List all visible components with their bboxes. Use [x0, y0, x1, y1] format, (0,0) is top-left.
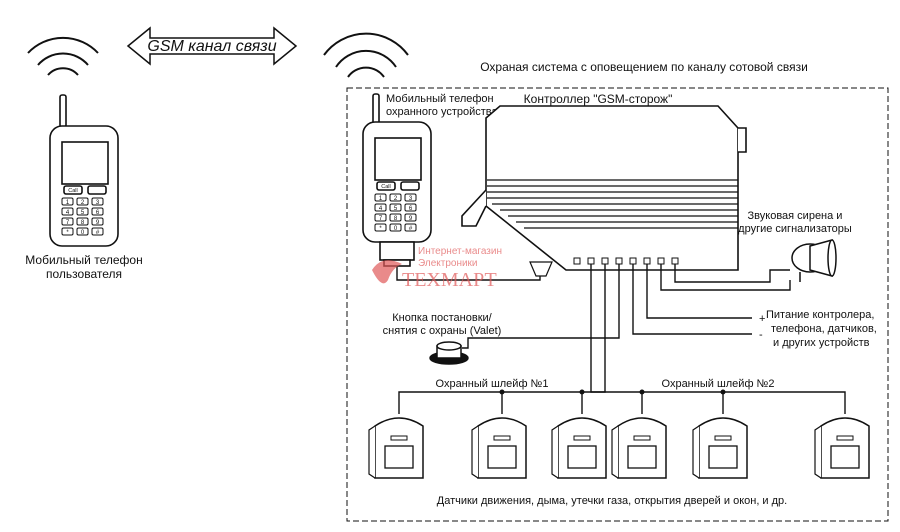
sensor-row	[368, 417, 870, 479]
guard-mobile-phone	[362, 93, 432, 267]
guard-phone-label-line1: Мобильный телефон	[386, 93, 494, 105]
keypad-key	[404, 223, 417, 232]
keypad-key	[389, 213, 402, 222]
keypad-key-label: 0	[81, 230, 85, 236]
keypad-key	[374, 193, 387, 202]
keypad-key-label: 4	[66, 210, 70, 216]
power-minus-sign: -	[759, 329, 763, 341]
gsm-controller-box	[461, 105, 747, 271]
sensor-icon	[611, 417, 667, 479]
keypad-key-label: 8	[81, 220, 85, 226]
keypad-key	[91, 207, 104, 216]
sensor-icon	[471, 417, 527, 479]
phone-connector	[529, 261, 553, 277]
valet-wire	[462, 264, 620, 349]
keypad-key	[91, 197, 104, 206]
keypad-key-label: 7	[379, 216, 383, 222]
siren-wires	[660, 264, 791, 291]
guard-phone-waves	[323, 32, 409, 78]
keypad-key	[389, 193, 402, 202]
keypad-key	[389, 203, 402, 212]
techmart-watermark: Интернет-магазин Электроники ТЕХМАРТ	[372, 246, 502, 291]
keypad-key-label: 0	[394, 226, 398, 232]
user-mobile-phone	[49, 94, 119, 247]
system-boundary	[346, 87, 889, 522]
keypad-key	[91, 217, 104, 226]
keypad-key	[61, 217, 74, 226]
loop-1-label: Охранный шлейф №1	[436, 378, 549, 390]
keypad-key-label: 3	[96, 200, 100, 206]
valet-button-icon	[429, 341, 469, 365]
keypad-key	[389, 223, 402, 232]
keypad-key-label: 1	[379, 196, 383, 202]
siren-label-line1: Звуковая сирена и	[748, 210, 843, 222]
keypad-key-label: 6	[96, 210, 100, 216]
sensor-icon	[692, 417, 748, 479]
keypad-key	[404, 203, 417, 212]
keypad-key	[91, 227, 104, 236]
power-wires	[632, 264, 752, 335]
keypad-key-label: #	[409, 226, 413, 232]
sensor-icon	[368, 417, 424, 479]
power-label-line2: телефона, датчиков,	[771, 323, 877, 335]
keypad-key-label: 5	[394, 206, 398, 212]
loop-2-label: Охранный шлейф №2	[662, 378, 775, 390]
keypad-key-label: 4	[379, 206, 383, 212]
user-phone-label-line1: Мобильный телефон	[25, 253, 142, 267]
keypad-key-label: 2	[394, 196, 398, 202]
guard-phone-keypad: 1 2 3 4 5 6 7 8 9 * 0 #	[374, 193, 417, 232]
gsm-channel-arrow: GSM канал связи	[126, 26, 298, 66]
guard-phone-call-key: Call	[381, 184, 390, 190]
keypad-key	[76, 207, 89, 216]
keypad-key-label: *	[379, 226, 382, 232]
watermark-line2: Электроники	[418, 258, 478, 269]
sensors-label: Датчики движения, дыма, утечки газа, отк…	[437, 495, 787, 507]
watermark-brand: ТЕХМАРТ	[402, 269, 497, 291]
valet-label-line1: Кнопка постановки/	[392, 312, 492, 324]
user-phone-keypad: 1 2 3 4 5 6 7 8 9 * 0 #	[61, 197, 104, 236]
system-title: Охраная система с оповещением по каналу …	[480, 60, 808, 74]
keypad-key	[61, 197, 74, 206]
keypad-key-label: #	[96, 230, 100, 236]
keypad-key-label: 5	[81, 210, 85, 216]
keypad-key	[374, 223, 387, 232]
watermark-line1: Интернет-магазин	[418, 246, 502, 257]
sensor-icon	[551, 417, 607, 479]
keypad-key-label: 2	[81, 200, 85, 206]
siren-icon	[791, 239, 837, 282]
keypad-key-label: 9	[96, 220, 100, 226]
power-label-line1: Питание контролера,	[766, 309, 874, 321]
loop-2-wires	[590, 264, 846, 414]
user-phone-waves	[27, 36, 99, 76]
controller-label: Контроллер "GSM-сторож"	[524, 92, 673, 106]
keypad-key-label: 7	[66, 220, 70, 226]
keypad-key	[76, 217, 89, 226]
keypad-key-label: *	[66, 230, 69, 236]
power-label-line3: и других устройств	[773, 337, 870, 349]
keypad-key	[76, 197, 89, 206]
keypad-key	[61, 227, 74, 236]
gsm-channel-label: GSM канал связи	[147, 38, 276, 55]
power-plus-sign: +	[759, 313, 765, 325]
keypad-key	[404, 193, 417, 202]
user-phone-label-line2: пользователя	[46, 267, 122, 281]
guard-phone-label-line2: охранного устройства	[386, 106, 498, 118]
keypad-key-label: 9	[409, 216, 413, 222]
keypad-key-label: 1	[66, 200, 70, 206]
keypad-key-label: 6	[409, 206, 413, 212]
valet-label-line2: снятия с охраны (Valet)	[383, 325, 502, 337]
siren-label-line2: другие сигнализаторы	[738, 223, 852, 235]
keypad-key	[404, 213, 417, 222]
keypad-key-label: 3	[409, 196, 413, 202]
keypad-key	[76, 227, 89, 236]
keypad-key	[374, 213, 387, 222]
keypad-key	[374, 203, 387, 212]
junction-dots	[499, 389, 726, 395]
keypad-key-label: 8	[394, 216, 398, 222]
sensor-icon	[814, 417, 870, 479]
keypad-key	[61, 207, 74, 216]
user-phone-call-key: Call	[68, 188, 77, 194]
